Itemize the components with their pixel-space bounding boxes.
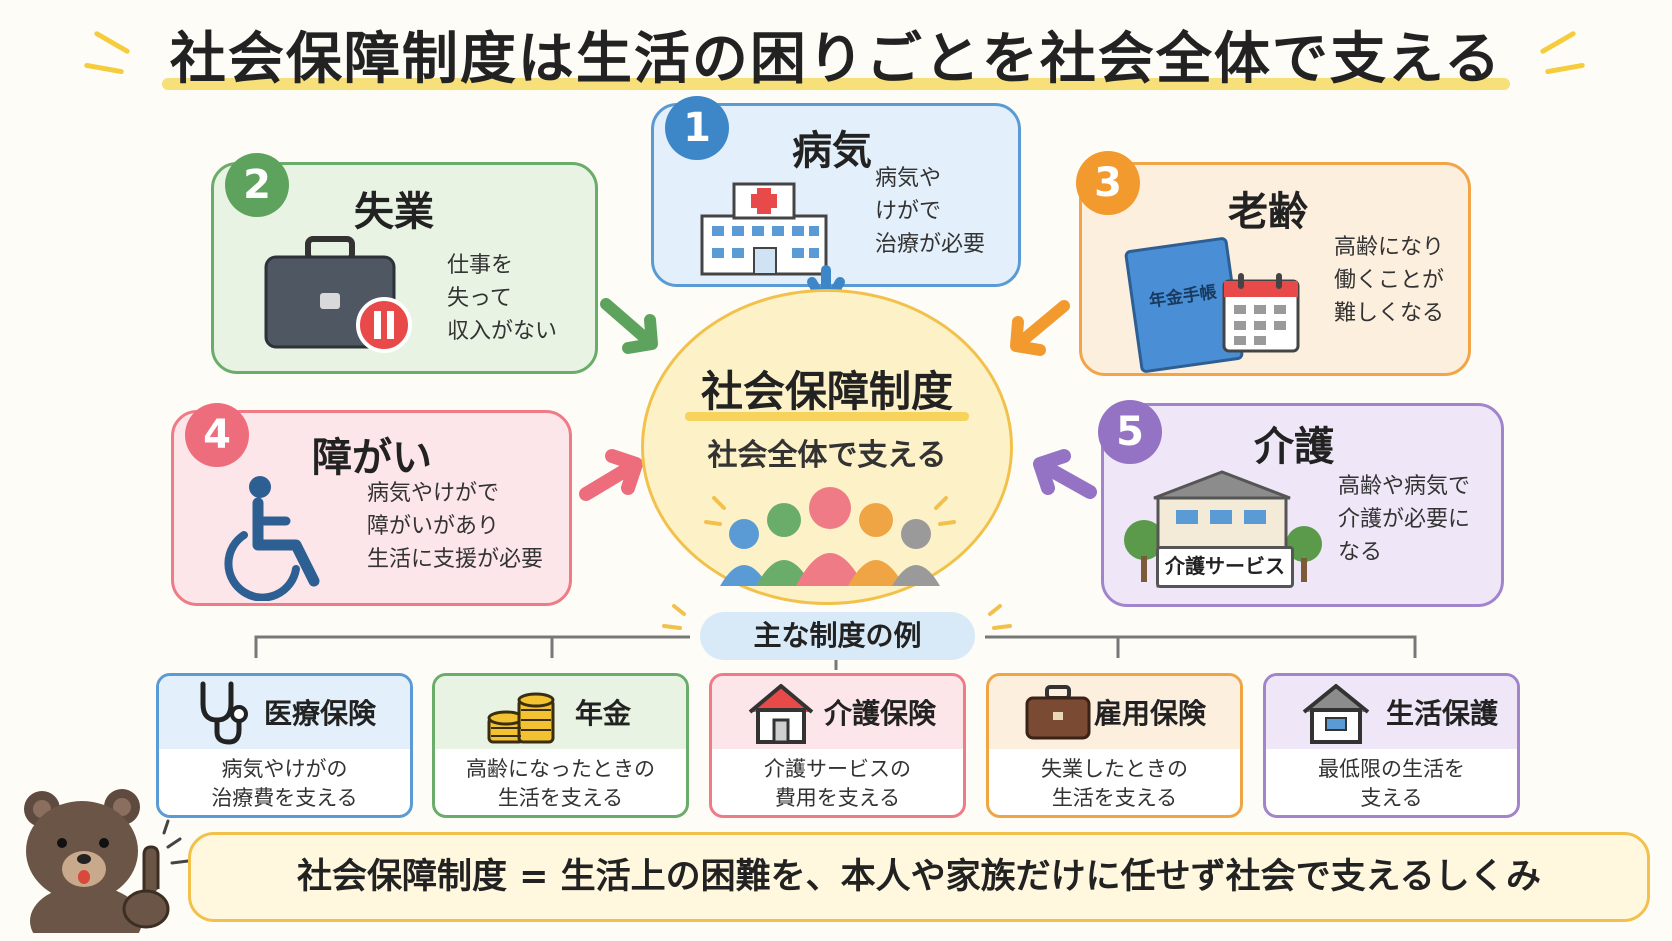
- center-title-underline: [685, 412, 969, 421]
- examples-label: 主な制度の例: [700, 612, 975, 660]
- program-title: 医療保険: [264, 697, 377, 730]
- hospital-icon: [700, 182, 828, 276]
- wheelchair-icon: [224, 476, 320, 601]
- risk-description: 病気やけがで 障がいがあり 生活に支援が必要: [367, 481, 544, 572]
- care-service-sign: 介護サービス: [1156, 546, 1294, 588]
- arrow-disability: [579, 449, 643, 501]
- risk-number: 3: [1076, 151, 1140, 215]
- program-card-medical-insurance: 医療保険 病気やけがの 治療費を支える: [156, 673, 413, 818]
- risk-description: 病気や けがで 治療が必要: [875, 166, 986, 257]
- arrow-nursing-care: [1033, 449, 1097, 499]
- risk-card-nursing-care: 5 介護 介護サービス 高齢や病気で 介護が必要に なる: [1098, 400, 1504, 607]
- program-description: 介護サービスの 費用を支える: [764, 757, 911, 810]
- title-underline: [162, 78, 1510, 90]
- program-title: 年金: [575, 697, 632, 730]
- risk-title: 老齢: [1228, 189, 1308, 235]
- center-title: 社会保障制度: [700, 367, 953, 416]
- coins-icon: [487, 692, 555, 744]
- briefcase-icon: [264, 236, 412, 353]
- arrow-unemployment: [600, 298, 658, 354]
- bear-mascot-icon: [24, 789, 190, 933]
- center-subtitle: 社会全体で支える: [707, 438, 947, 473]
- risk-description: 仕事を 失って 収入がない: [447, 253, 558, 344]
- risk-title: 病気: [792, 128, 872, 174]
- program-card-public-assistance: 生活保護 最低限の生活を 支える: [1263, 673, 1520, 818]
- page-title: 社会保障制度は生活の困りごとを社会全体で支える: [169, 27, 1503, 92]
- home-icon: [1302, 684, 1370, 744]
- summary-banner: 社会保障制度 = 生活上の困難を、本人や家族だけに任せず社会で支えるしくみ: [188, 832, 1650, 922]
- program-title: 介護保険: [824, 697, 937, 730]
- risk-card-old-age: 3 老齢 年金手帳 高齢になり 働くことが 難しくなる: [1076, 151, 1471, 376]
- risk-number: 5: [1098, 400, 1162, 464]
- risk-number: 2: [225, 153, 289, 217]
- risk-description: 高齢や病気で 介護が必要に なる: [1338, 474, 1471, 565]
- program-card-nursing-care-insurance: 介護保険 介護サービスの 費用を支える: [709, 673, 966, 818]
- risk-card-unemployment: 2 失業 仕事を 失って 収入がない: [211, 153, 598, 374]
- program-description: 最低限の生活を 支える: [1318, 757, 1465, 810]
- program-title: 雇用保険: [1094, 697, 1207, 730]
- program-description: 失業したときの 生活を支える: [1041, 757, 1188, 810]
- risk-number: 4: [185, 403, 249, 467]
- risk-title: 障がい: [312, 435, 432, 481]
- stethoscope-icon: [200, 681, 248, 745]
- risk-card-disability: 4 障がい 病気やけがで 障がいがあり 生活に支援が必要: [171, 403, 572, 606]
- center-circle: [641, 289, 1013, 605]
- program-title: 生活保護: [1386, 697, 1499, 730]
- program-card-pension: 年金 高齢になったときの 生活を支える: [432, 673, 689, 818]
- people-icon: [704, 487, 956, 586]
- risk-card-illness: 1 病気 病気や けがで 治療が必要: [651, 96, 1021, 287]
- arrow-old-age: [1010, 300, 1070, 356]
- risk-title: 介護: [1254, 424, 1334, 470]
- program-description: 高齢になったときの 生活を支える: [466, 757, 655, 810]
- program-description: 病気やけがの 治療費を支える: [211, 757, 358, 810]
- risk-number: 1: [665, 96, 729, 160]
- risk-title: 失業: [354, 189, 434, 235]
- house-icon: [748, 684, 814, 744]
- risk-description: 高齢になり 働くことが 難しくなる: [1334, 235, 1445, 326]
- program-card-employment-insurance: 雇用保険 失業したときの 生活を支える: [986, 673, 1243, 818]
- calendar-icon: [1222, 273, 1300, 353]
- briefcase-icon: [1025, 685, 1091, 740]
